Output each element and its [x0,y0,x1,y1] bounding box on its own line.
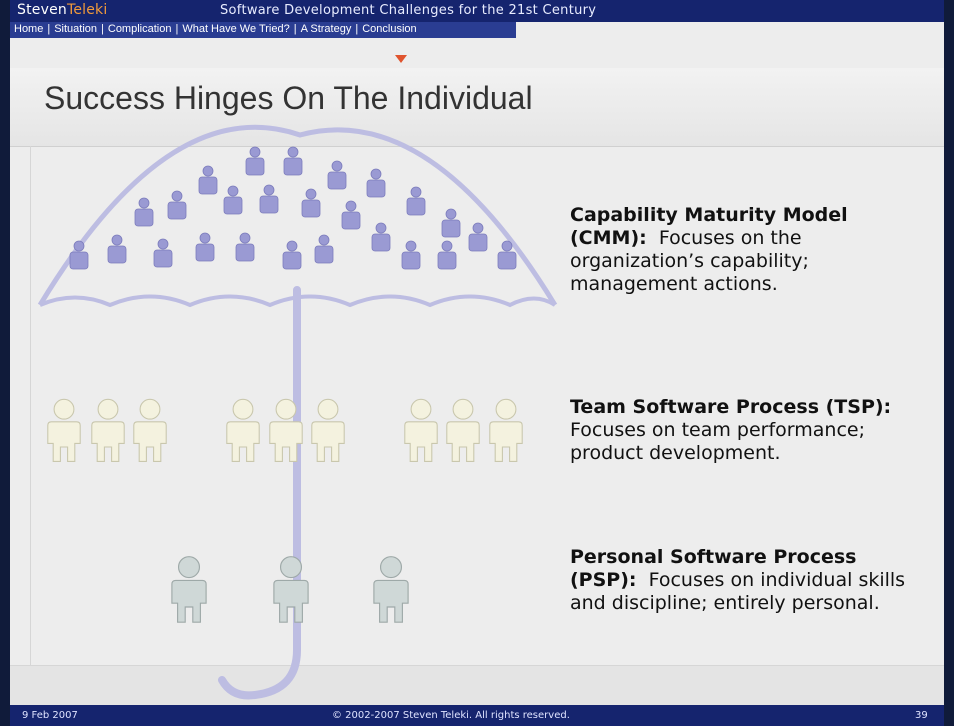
nav-link-situation[interactable]: Situation [54,23,98,35]
umbrella-handle-icon [218,286,301,700]
nav-bar [10,22,516,38]
nav-separator: | [47,23,51,35]
nav-separator: | [355,23,359,35]
nav-separator: | [175,23,179,35]
tsp-heading: Team Software Process (TSP): [570,396,892,418]
bottom-band [10,665,944,706]
nav-separator: | [293,23,297,35]
title-bar [10,68,944,147]
cmm-heading: Capability Maturity Model (CMM): [570,204,848,249]
brand-logo: StevenTeleki [17,2,108,18]
left-guide-line [30,146,31,666]
header-bar [10,0,944,22]
nav-link-complication[interactable]: Complication [107,23,172,35]
nav-link-a-strategy[interactable]: A Strategy [300,23,352,35]
footer-date: 9 Feb 2007 [22,710,78,721]
current-section-marker-icon [395,55,407,63]
tsp-text: Focuses on team performance; product dev… [570,419,866,464]
breadcrumb: Home|Situation|Complication|What Have We… [14,23,417,35]
psp-description: Personal Software Process (PSP): Focuses… [570,546,930,615]
psp-text: Focuses on individual skills and discipl… [570,569,906,614]
nav-link-home[interactable]: Home [14,23,44,35]
page-title: Success Hinges On The Individual [44,80,533,116]
nav-link-what-have-we-tried[interactable]: What Have We Tried? [182,23,290,35]
psp-people [170,555,410,624]
tsp-description: Team Software Process (TSP): Focuses on … [570,396,930,465]
footer-copyright: © 2002-2007 Steven Teleki. All rights re… [332,710,570,721]
psp-heading: Personal Software Process (PSP): [570,546,857,591]
cmm-people [69,146,517,270]
nav-link-conclusion[interactable]: Conclusion [362,23,417,35]
deck-title: Software Development Challenges for the … [220,3,597,18]
page-number: 39 [915,710,928,721]
nav-separator: | [101,23,104,35]
umbrella-canopy-icon [37,124,558,307]
cmm-description: Capability Maturity Model (CMM): Focuses… [570,204,930,296]
tsp-people [46,398,524,463]
footer-bar [10,705,944,726]
cmm-text: Focuses on the organization’s capability… [570,227,809,295]
